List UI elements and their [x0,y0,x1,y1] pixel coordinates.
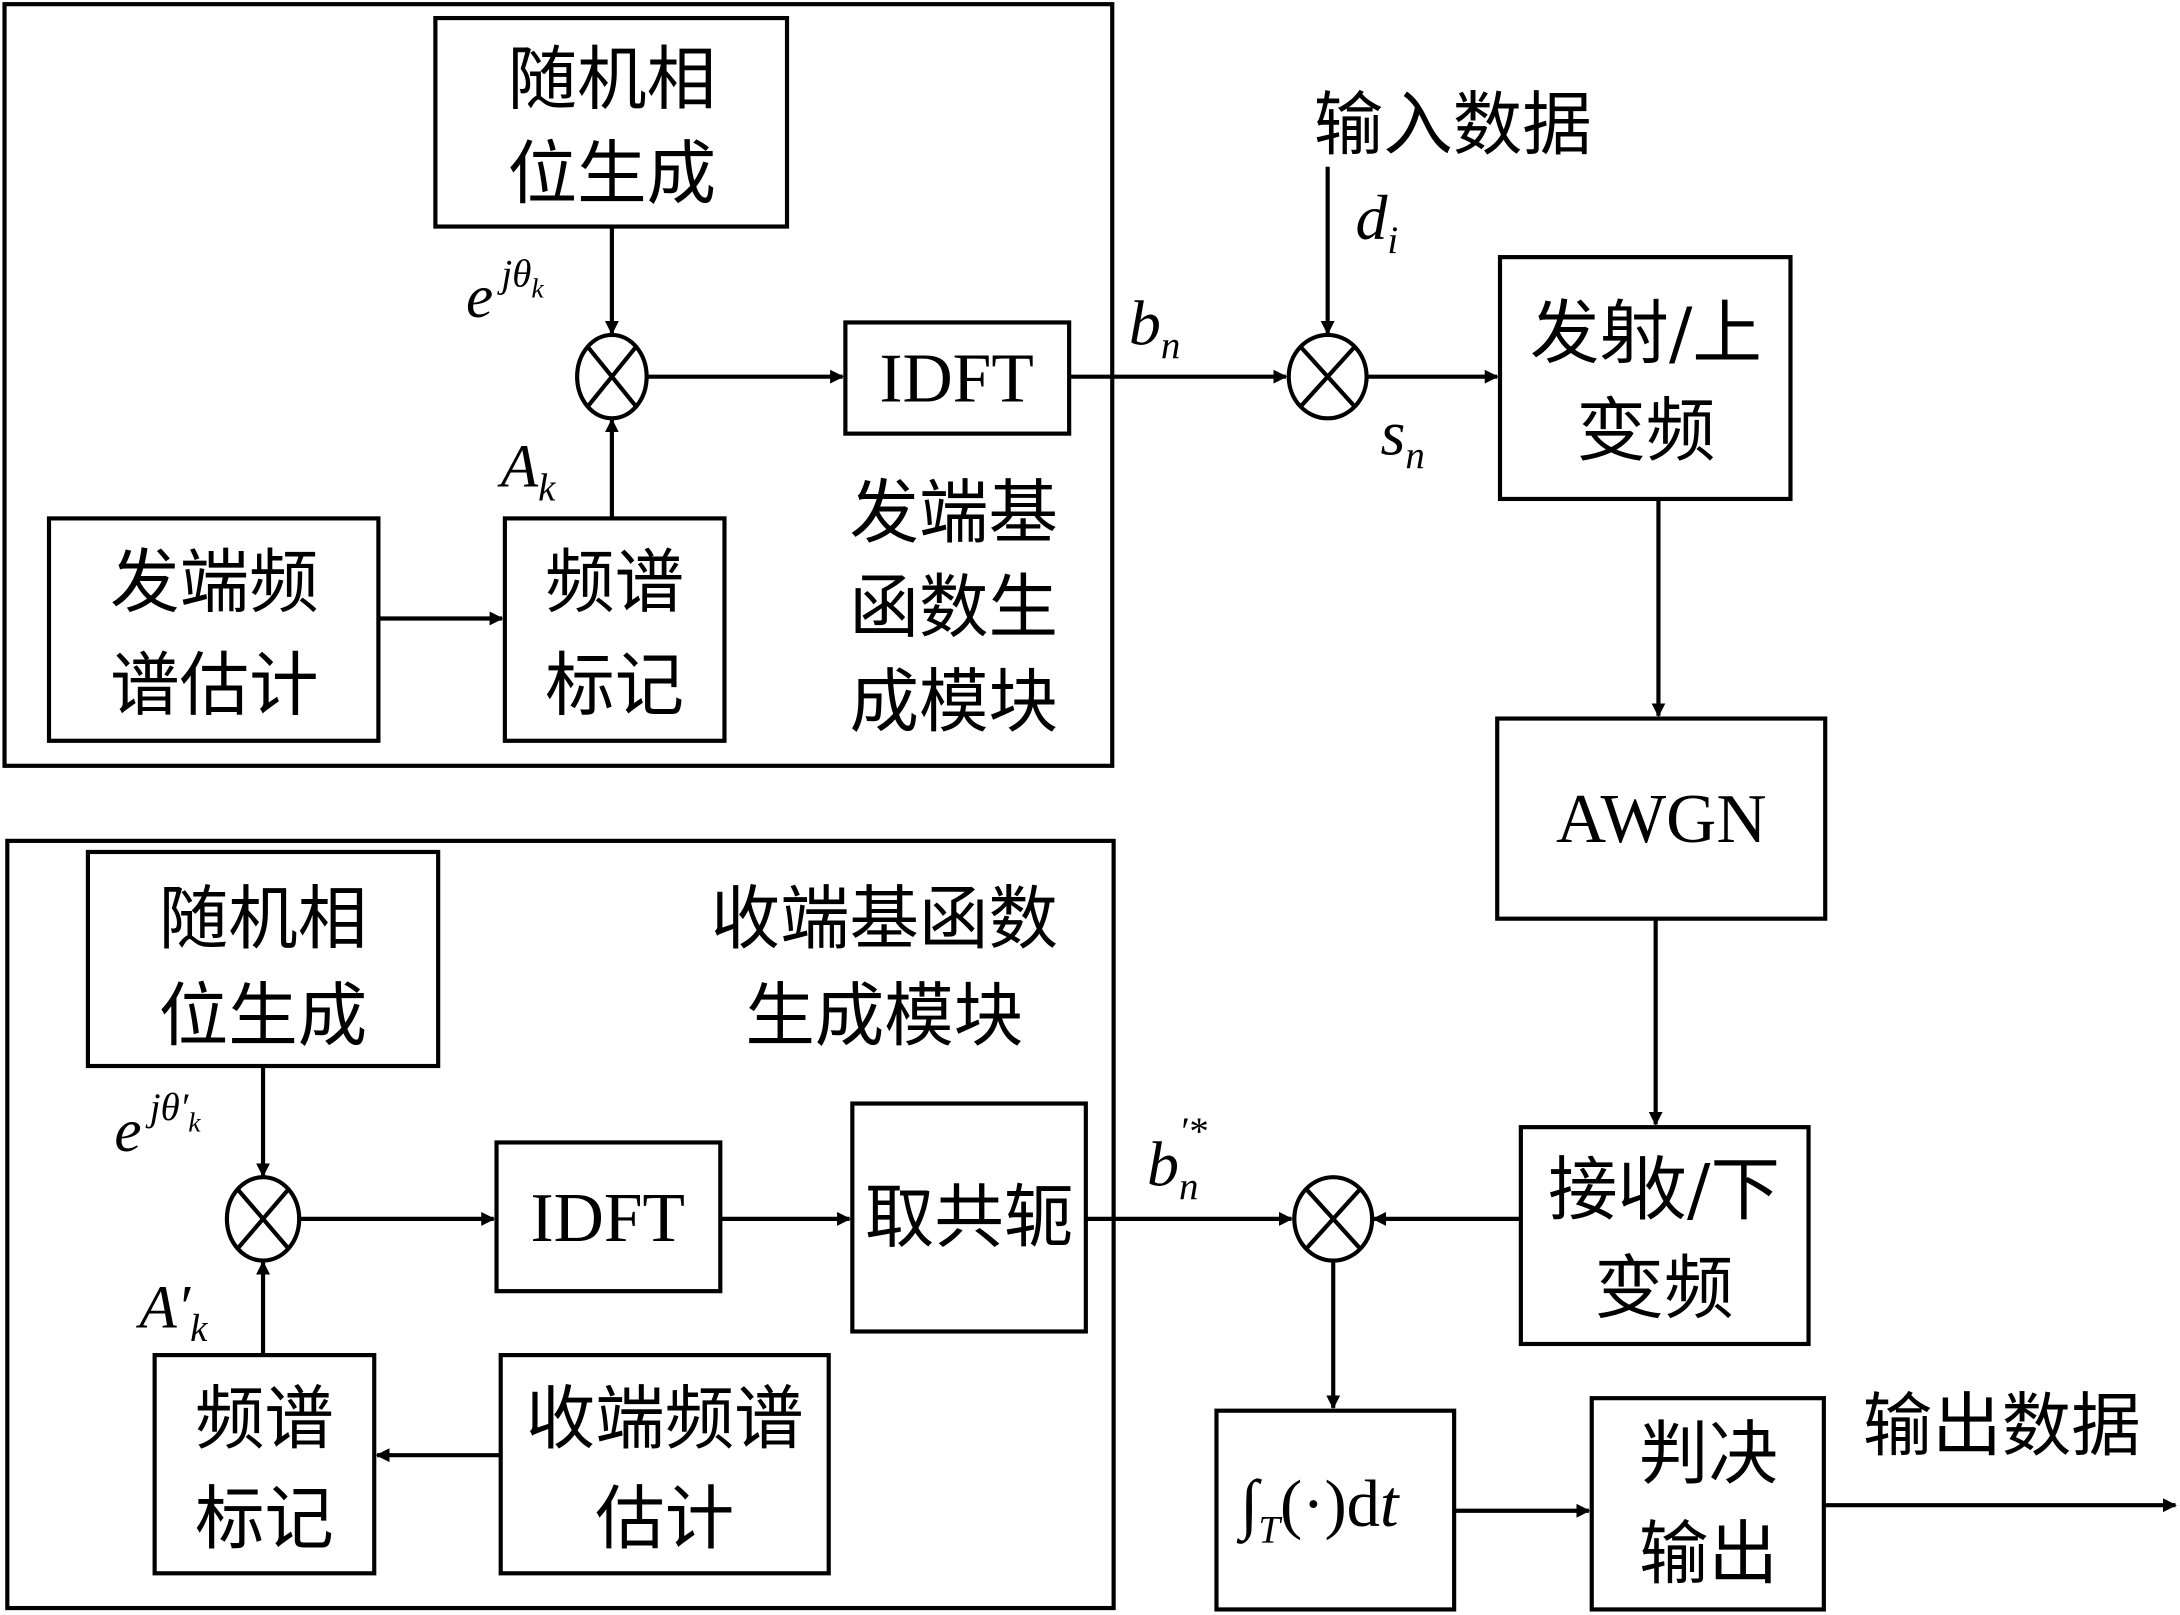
modulation-multiplier [1286,332,1369,421]
tx-spectrum-mark-line-1: 频谱 [545,542,684,623]
rx-idft-label: IDFT [531,1180,685,1257]
tx-idft-label: IDFT [879,341,1033,418]
receive-downconvert-line-2: 变频 [1595,1248,1734,1329]
di-label: di [1355,182,1398,262]
rx-spectrum-mark-line-1: 频谱 [195,1379,334,1460]
rx-random-phase-block: 随机相 位生成 [85,849,441,1069]
receive-downconvert-block: 接收/下 变频 [1518,1125,1811,1347]
rx-spectrum-mark-block: 频谱 标记 [152,1353,377,1576]
sn-label: sn [1380,397,1424,477]
output-data-label: 输出数据 [1863,1386,2141,1467]
tx-idft-block: IDFT [843,320,1072,436]
tx-random-phase-line-2: 位生成 [508,133,716,214]
bn-conj-label: bn′* [1147,1110,1207,1209]
transmit-upconvert-block: 发射/上 变频 [1497,255,1793,502]
tx-spectrum-estimate-block: 发端频 谱估计 [46,516,381,743]
transmitter-module-frame [2,2,1115,768]
transmit-upconvert-line-2: 变频 [1576,390,1715,471]
integrator-block: ∫T(·)dt [1214,1408,1457,1612]
rx-random-phase-line-2: 位生成 [159,976,367,1057]
tx-spectrum-mark-block: 频谱 标记 [502,516,727,743]
decision-line-1: 判决 [1639,1413,1778,1494]
tx-multiplier [575,332,649,421]
transmitter-module-title: 发端基 函数生 成模块 [850,472,1058,742]
conjugate-block: 取共轭 [850,1101,1088,1334]
integrator-label: ∫T(·)dt [1236,1468,1400,1552]
rx-spectrum-mark-line-2: 标记 [195,1479,334,1560]
decision-line-2: 输出 [1639,1513,1778,1594]
rx-idft-block: IDFT [494,1140,723,1294]
conjugate-label: 取共轭 [865,1177,1073,1258]
tx-spectrum-estimate-line-1: 发端频 [110,542,318,623]
tx-random-phase-line-1: 随机相 [508,39,716,120]
tx-spectrum-mark-line-2: 标记 [545,645,684,726]
bn-label: bn [1129,288,1180,368]
transmit-upconvert-line-1: 发射/上 [1530,293,1762,374]
rx-spectrum-estimate-line-2: 估计 [595,1479,734,1560]
tx-random-phase-block: 随机相 位生成 [433,15,790,229]
rx-title-line-1: 收端基函数 [711,878,1058,959]
tx-title-line-3: 成模块 [850,661,1058,742]
input-data-label: 输入数据 [1314,85,1592,166]
rx-random-phase-line-1: 随机相 [159,878,367,959]
tx-title-line-2: 函数生 [850,567,1058,648]
awgn-label: AWGN [1556,781,1767,858]
receive-downconvert-line-1: 接收/下 [1548,1149,1780,1230]
rx-spectrum-estimate-line-1: 收端频谱 [526,1379,804,1460]
tx-spectrum-estimate-line-2: 谱估计 [110,645,318,726]
rx-spectrum-estimate-block: 收端频谱 估计 [498,1353,831,1576]
decision-block: 判决 输出 [1589,1396,1826,1612]
tx-amp-label: Ak [497,433,556,509]
rx-title-line-2: 生成模块 [745,976,1023,1057]
rx-amp-label: A′k [135,1274,208,1350]
receiver-module-title: 收端基函数 生成模块 [711,878,1058,1056]
correlator-multiplier [1292,1175,1375,1263]
receiver-module-frame [5,838,1116,1611]
tx-title-line-1: 发端基 [850,472,1058,553]
rx-multiplier [224,1175,302,1263]
awgn-block: AWGN [1495,716,1828,921]
